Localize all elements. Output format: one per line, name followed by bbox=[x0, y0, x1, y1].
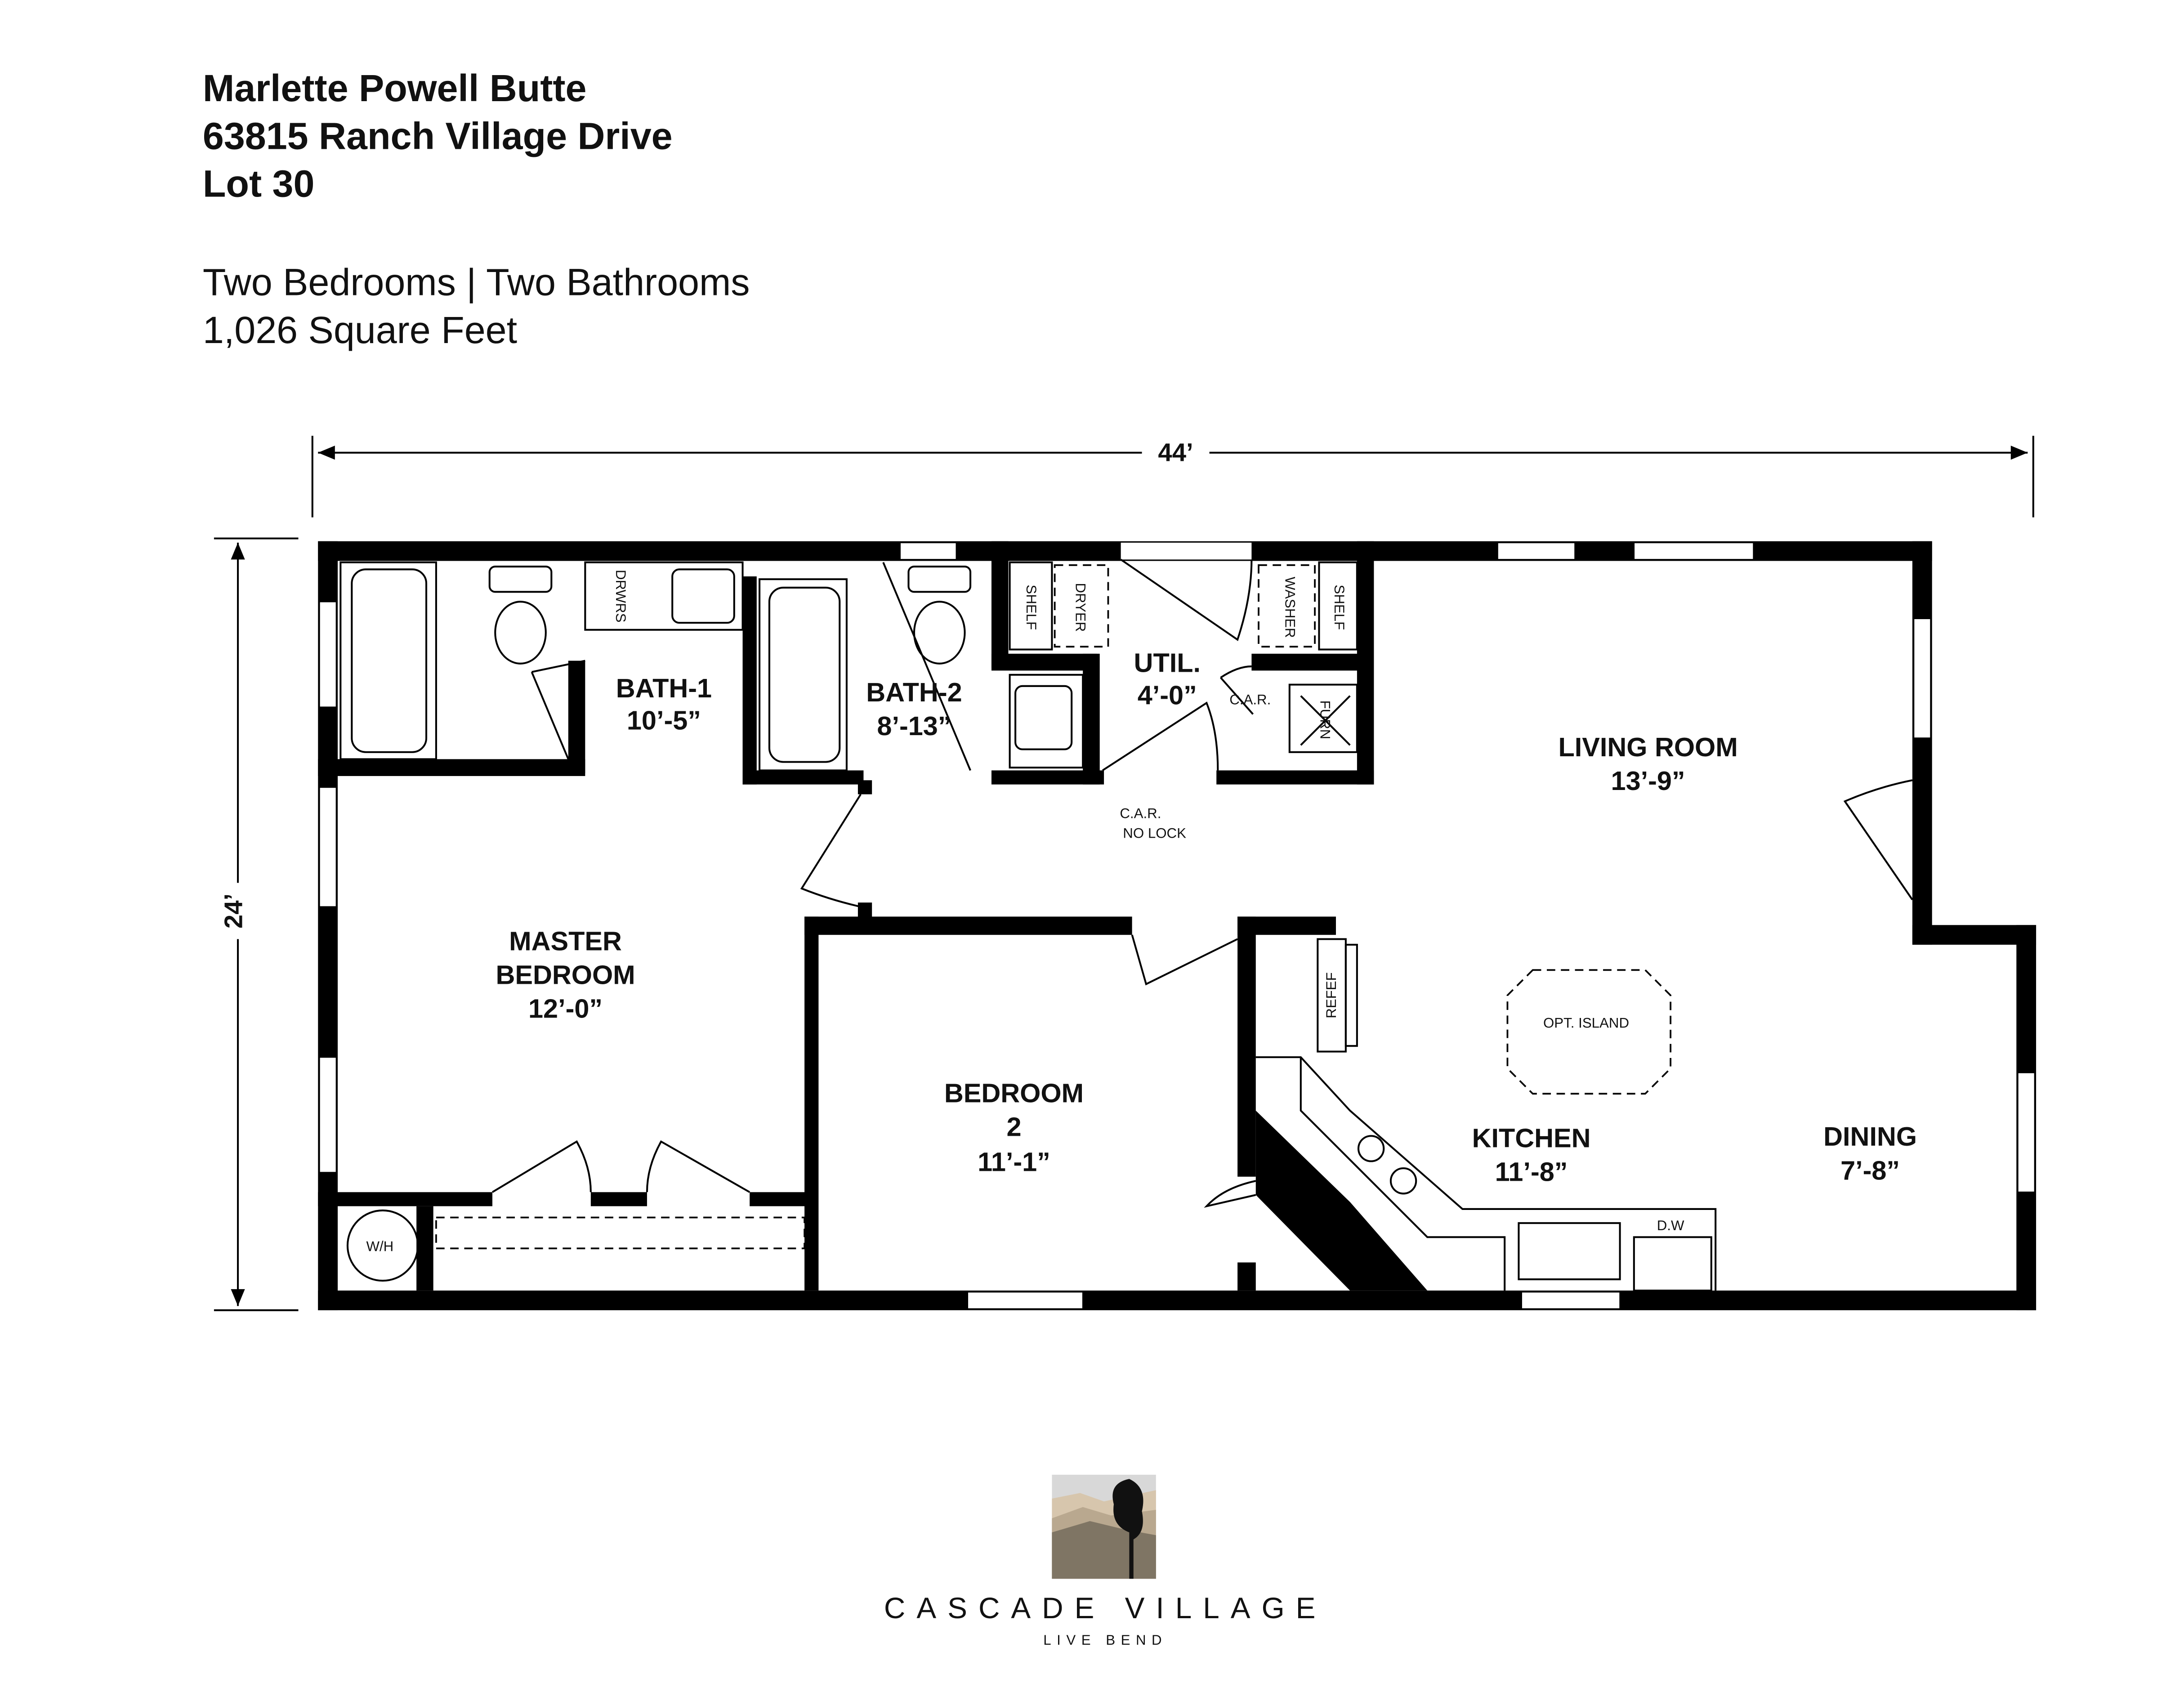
depth-label: 24’ bbox=[219, 893, 247, 928]
logo-tagline: LIVE BEND bbox=[1043, 1632, 1167, 1648]
bedroom2-name-1: BEDROOM bbox=[944, 1078, 1084, 1108]
living-room-name: LIVING ROOM bbox=[1558, 732, 1737, 762]
cascade-village-logo: CASCADE VILLAGE LIVE BEND bbox=[884, 1474, 1327, 1648]
address: 63815 Ranch Village Drive bbox=[203, 115, 673, 157]
kitchen-name: KITCHEN bbox=[1472, 1123, 1591, 1153]
bath1-size: 10’-5” bbox=[627, 705, 701, 736]
washer-label: WASHER bbox=[1282, 577, 1298, 638]
car-label: C.A.R. bbox=[1229, 692, 1271, 707]
width-dimension: 44’ bbox=[311, 436, 2034, 518]
shelf-label-right: SHELF bbox=[1331, 585, 1347, 630]
dryer-label: DRYER bbox=[1073, 583, 1089, 632]
bath2-size: 8’-13” bbox=[877, 711, 951, 741]
dining-size: 7’-8” bbox=[1840, 1155, 1900, 1185]
island-label: OPT. ISLAND bbox=[1543, 1015, 1629, 1031]
fixtures bbox=[339, 561, 1717, 1292]
water-heater-label: W/H bbox=[366, 1239, 393, 1254]
refrigerator-label: REFEF bbox=[1323, 972, 1339, 1018]
model-name: Marlette Powell Butte bbox=[203, 67, 587, 109]
furnace-label: FURN bbox=[1318, 700, 1333, 739]
bath2-name: BATH-2 bbox=[866, 677, 962, 707]
util-size: 4’-0” bbox=[1138, 680, 1197, 710]
bath1-name: BATH-1 bbox=[616, 673, 712, 703]
dishwasher-label: D.W bbox=[1657, 1218, 1684, 1233]
drawers-label: DRWRS bbox=[613, 570, 629, 622]
master-name-2: BEDROOM bbox=[496, 960, 635, 990]
dining-name: DINING bbox=[1823, 1121, 1917, 1151]
bedroom2-name-2: 2 bbox=[1006, 1111, 1021, 1142]
lot-number: Lot 30 bbox=[203, 163, 315, 205]
depth-dimension: 24’ bbox=[214, 537, 299, 1312]
width-label: 44’ bbox=[1158, 438, 1193, 467]
bedroom2-size: 11’-1” bbox=[978, 1147, 1050, 1177]
door-swings bbox=[491, 558, 1913, 1208]
car-no-lock-label-2: NO LOCK bbox=[1123, 825, 1186, 841]
car-no-lock-label-1: C.A.R. bbox=[1120, 806, 1161, 821]
living-room-size: 13’-9” bbox=[1611, 766, 1685, 796]
square-feet: 1,026 Square Feet bbox=[203, 309, 517, 351]
interior-walls bbox=[318, 541, 1428, 1291]
master-name-1: MASTER bbox=[509, 926, 622, 956]
shelf-label-left: SHELF bbox=[1023, 585, 1039, 630]
util-name: UTIL. bbox=[1134, 648, 1201, 678]
kitchen-size: 11’-8” bbox=[1495, 1156, 1568, 1187]
exterior-walls bbox=[318, 541, 2037, 1311]
master-size: 12’-0” bbox=[528, 994, 603, 1024]
beds-baths: Two Bedrooms | Two Bathrooms bbox=[203, 261, 750, 303]
logo-name: CASCADE VILLAGE bbox=[884, 1592, 1327, 1625]
